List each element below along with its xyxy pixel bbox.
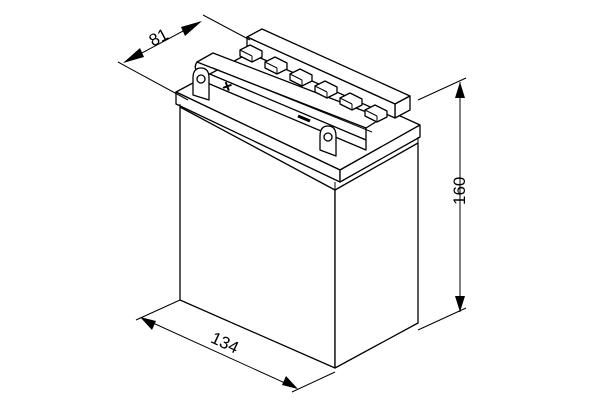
vent-cap-5 bbox=[339, 92, 363, 111]
negative-symbol bbox=[297, 114, 311, 123]
height-label: 160 bbox=[450, 177, 469, 205]
dimension-height: 160 bbox=[417, 77, 469, 331]
vent-cap-3 bbox=[289, 68, 313, 87]
negative-terminal bbox=[297, 114, 337, 157]
depth-label: 81 bbox=[146, 25, 172, 51]
vent-cap-4 bbox=[314, 80, 338, 99]
vent-cap-6 bbox=[364, 104, 388, 123]
vent-cap-2 bbox=[264, 56, 288, 75]
length-label: 134 bbox=[208, 328, 242, 357]
vent-caps bbox=[239, 44, 388, 123]
vent-cap-1 bbox=[239, 44, 263, 63]
battery-body bbox=[179, 106, 419, 369]
